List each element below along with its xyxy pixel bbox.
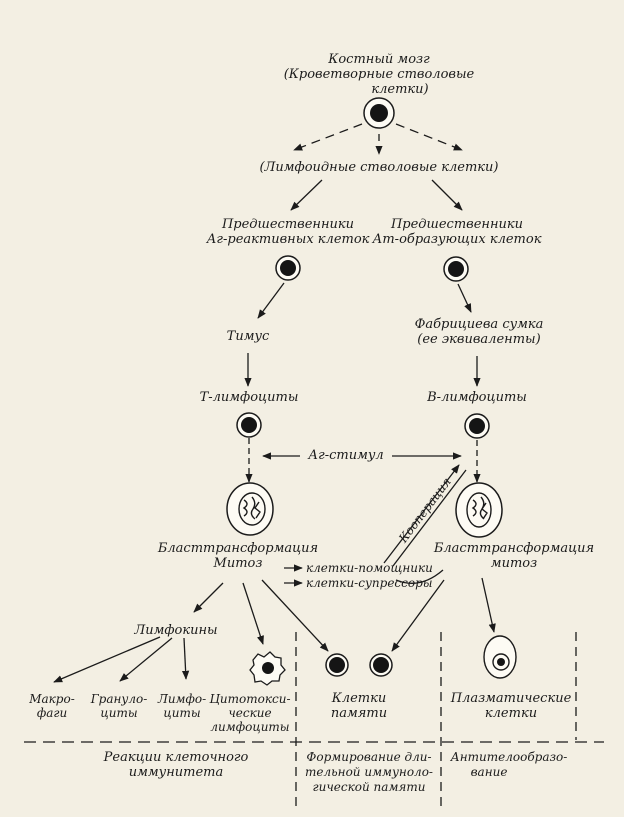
footer-memory-formation-2: тельной иммуноло-: [305, 765, 433, 779]
arrow-right-to-memory: [391, 579, 445, 652]
label-ag-precursor-1: Предшественники: [221, 217, 355, 232]
cell-b-lymphocyte: [464, 413, 490, 439]
footer-cell-immunity-1: Реакции клеточного: [103, 750, 249, 765]
cell-t-blast: [226, 482, 274, 536]
arrow-marrow-left: [293, 123, 363, 151]
label-ag-precursor-2: Аг-реактивных клеток: [206, 232, 370, 247]
arrow-left-to-memory: [261, 579, 329, 652]
footer-memory-formation-3: гической памяти: [312, 780, 426, 794]
cell-memory-2: [369, 653, 393, 677]
label-bone-marrow: Костный мозг: [328, 52, 430, 67]
label-cytotoxic-1: Цитотокси-: [209, 692, 291, 706]
label-blast-left-1: Бласттрансформация: [157, 541, 319, 556]
label-memory-1: Клетки: [331, 691, 387, 706]
label-bone-marrow-sub2: клетки): [371, 82, 429, 97]
suppressor-loop: [395, 569, 444, 584]
label-lymphokines: Лимфокины: [134, 623, 218, 638]
cell-plasma: [483, 635, 517, 679]
label-bursa-1: Фабрициева сумка: [414, 317, 544, 332]
label-lymphocytes-2: циты: [163, 706, 201, 720]
label-t-lymphocytes: Т-лимфоциты: [199, 390, 299, 405]
arrow-stem-to-ag: [290, 179, 323, 211]
arrow-to-cytotoxic: [242, 582, 264, 645]
label-suppressors: клетки-супрессоры: [306, 576, 433, 590]
cell-ab-precursor: [443, 256, 469, 282]
label-bursa-2: (ее эквиваленты): [417, 332, 541, 347]
label-blast-right-2: митоз: [490, 556, 538, 571]
cell-t-lymphocyte: [236, 412, 262, 438]
arrow-to-bursa: [457, 283, 472, 313]
cell-bone-marrow: [363, 97, 395, 129]
arrow-to-lymphokines: [193, 582, 224, 613]
arrow-marrow-right: [395, 123, 463, 151]
cell-memory-1: [325, 653, 349, 677]
label-cytotoxic-2: ческие: [228, 706, 272, 720]
label-bone-marrow-sub1: (Кроветворные стволовые: [283, 67, 475, 82]
label-plasma-2: клетки: [484, 706, 538, 721]
arrow-lk-macrophages: [53, 636, 161, 683]
arrow-right-to-plasma: [481, 577, 496, 633]
arrow-lk-granulocytes: [119, 637, 173, 682]
label-macrophages-2: фаги: [36, 706, 68, 720]
cell-b-blast: [455, 482, 503, 538]
label-granulocytes-2: циты: [100, 706, 138, 720]
footer-memory-formation-1: Формирование дли-: [306, 750, 432, 764]
cooperation-line-2: [392, 469, 467, 567]
label-ag-stimulus: Аг-стимул: [308, 448, 384, 463]
footer-antibody-1: Антителообразо-: [450, 750, 568, 764]
label-blast-right-1: Бласттрансформация: [433, 541, 595, 556]
footer-cell-immunity-2: иммунитета: [128, 765, 224, 780]
label-ab-precursor-2: Ат-образующих клеток: [372, 232, 542, 247]
label-ab-precursor-1: Предшественники: [390, 217, 524, 232]
cooperation-line-1: [383, 464, 460, 564]
cell-cytotoxic: [249, 651, 286, 686]
label-memory-2: памяти: [330, 706, 388, 721]
label-granulocytes-1: Грануло-: [90, 692, 148, 706]
arrow-lk-lymphocytes: [181, 637, 190, 680]
label-blast-left-2: Митоз: [213, 556, 263, 571]
label-plasma-1: Плазматические: [450, 691, 572, 706]
label-b-lymphocytes: В-лимфоциты: [427, 390, 527, 405]
arrow-stem-to-ab: [431, 179, 463, 211]
cell-ag-precursor: [275, 255, 301, 281]
label-cytotoxic-3: лимфоциты: [210, 720, 290, 734]
label-lymphoid-stem: (Лимфоидные стволовые клетки): [259, 160, 499, 175]
label-macrophages-1: Макро-: [29, 692, 75, 706]
footer-antibody-2: вание: [470, 765, 508, 779]
label-helpers: клетки-помощники: [306, 561, 433, 575]
arrow-to-thymus: [257, 282, 285, 319]
label-lymphocytes-1: Лимфо-: [157, 692, 207, 706]
label-thymus: Тимус: [226, 329, 270, 344]
